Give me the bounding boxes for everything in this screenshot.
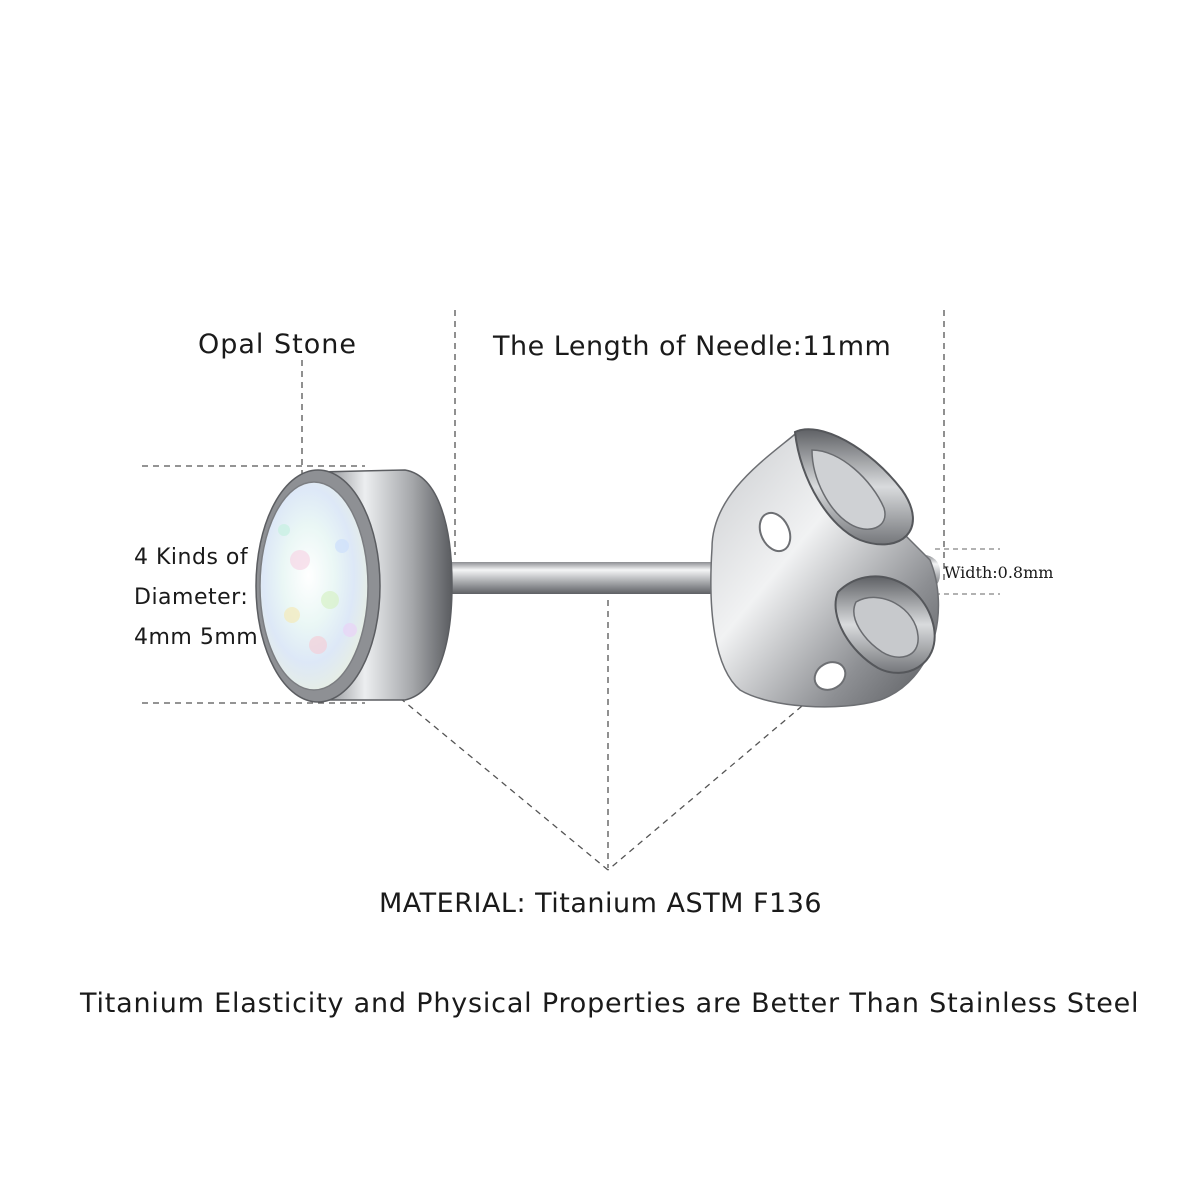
needle-length-label: The Length of Needle:11mm [493, 331, 892, 362]
material-right-line [607, 705, 803, 871]
material-label: MATERIAL: Titanium ASTM F136 [379, 888, 823, 919]
diameter-label-line2: Diameter: [134, 585, 249, 610]
opal-stone [259, 481, 369, 691]
diameter-label-line3: 4mm 5mm [134, 625, 259, 650]
butterfly-back [710, 428, 940, 708]
dimension-lines [142, 310, 1000, 871]
width-label: Width:0.8mm [944, 563, 1054, 582]
diameter-label-line1: 4 Kinds of [134, 545, 249, 570]
opal-stone-label: Opal Stone [198, 329, 357, 360]
material-left-line [399, 697, 609, 871]
footer-caption: Titanium Elasticity and Physical Propert… [80, 988, 1140, 1019]
diameter-label: 4 Kinds of Diameter: 4mm 5mm [134, 538, 264, 658]
